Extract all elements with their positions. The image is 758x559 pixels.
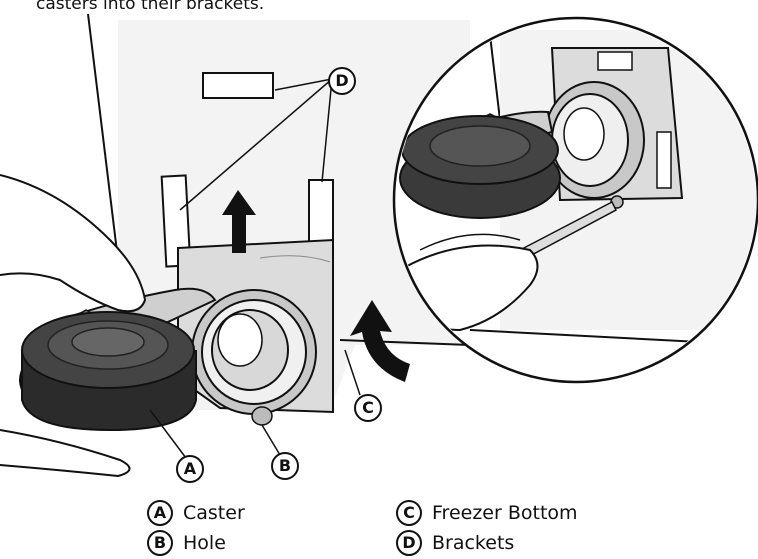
legend-label-freezer-bottom: Freezer Bottom <box>432 502 578 524</box>
legend-badge-d: D <box>396 530 422 556</box>
hand-lower <box>0 429 131 478</box>
callout-d: D <box>328 67 356 95</box>
leader-d-1 <box>274 78 333 91</box>
legend-item-freezer-bottom: C Freezer Bottom <box>396 500 578 526</box>
plate-shadow <box>259 255 331 263</box>
detail-inset-content <box>399 20 756 343</box>
freezer-bottom-edge <box>339 339 471 346</box>
leader-d-2 <box>179 78 333 211</box>
up-arrow <box>222 190 256 253</box>
legend-item-brackets: D Brackets <box>396 530 514 556</box>
legend-item-hole: B Hole <box>147 530 226 556</box>
legend-label-caster: Caster <box>183 502 245 524</box>
legend-label-brackets: Brackets <box>432 532 515 554</box>
caster-assembly <box>19 287 317 432</box>
caption-text: casters into their brackets. <box>36 0 265 14</box>
hand-outline <box>0 174 147 313</box>
freezer-side-edge <box>87 13 119 261</box>
legend-badge-c: C <box>396 500 422 526</box>
callout-b: B <box>271 452 299 480</box>
curved-arrow <box>350 300 410 382</box>
legend-badge-b: B <box>147 530 173 556</box>
leader-a <box>149 409 187 459</box>
legend-badge-a: A <box>147 500 173 526</box>
leader-b <box>261 424 281 456</box>
legend-label-hole: Hole <box>183 532 226 554</box>
callout-c: C <box>354 394 382 422</box>
hole-marker <box>251 406 273 426</box>
legend-item-caster: A Caster <box>147 500 245 526</box>
leader-c <box>344 349 361 396</box>
bracket-top <box>202 72 274 99</box>
callout-a: A <box>176 455 204 483</box>
